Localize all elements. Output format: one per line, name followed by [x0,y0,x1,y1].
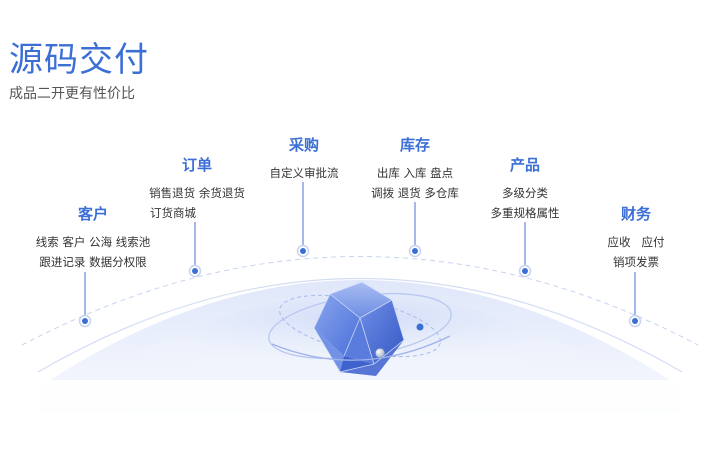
module-feature-line: 销项发票 [613,255,659,269]
module-dingdan: 订单 销售退货 余货退货 订货商城 [142,155,252,223]
module-feature-line: 出库 入库 盘点 [376,166,454,180]
arc-dots [78,244,642,328]
module-caiwu: 财务 应收 应付 销项发票 [596,204,676,272]
module-feature-line: 调拨 退货 多仓库 [371,186,459,200]
module-title: 采购 [288,136,319,154]
module-title: 财务 [620,205,651,223]
page-title: 源码交付 [9,40,149,80]
page-subtitle: 成品二开更有性价比 [9,86,135,102]
module-feature-line: 多级分类 [502,186,548,200]
module-chanpin: 产品 多级分类 多重规格属性 [477,155,573,223]
module-title: 客户 [77,205,108,223]
module-caigou: 采购 自定义审批流 [256,135,352,183]
module-feature-line: 多重规格属性 [490,206,560,220]
module-kehu: 客户 线索 客户 公海 线索池 跟进记录 数据分权限 [31,204,155,272]
module-feature-line: 订货商城 [150,206,196,220]
crystal-icon [313,281,405,376]
module-title: 订单 [181,156,212,174]
module-title: 产品 [509,156,540,174]
module-kucun: 库存 出库 入库 盘点 调拨 退货 多仓库 [360,135,470,203]
module-feature-line: 销售退货 余货退货 [149,186,245,200]
module-feature-line: 应收 应付 [607,235,665,249]
module-title: 库存 [399,136,430,154]
module-feature-line: 自定义审批流 [269,166,339,180]
module-feature-line: 线索 客户 公海 线索池 [35,235,151,249]
module-feature-line: 跟进记录 数据分权限 [39,255,147,269]
